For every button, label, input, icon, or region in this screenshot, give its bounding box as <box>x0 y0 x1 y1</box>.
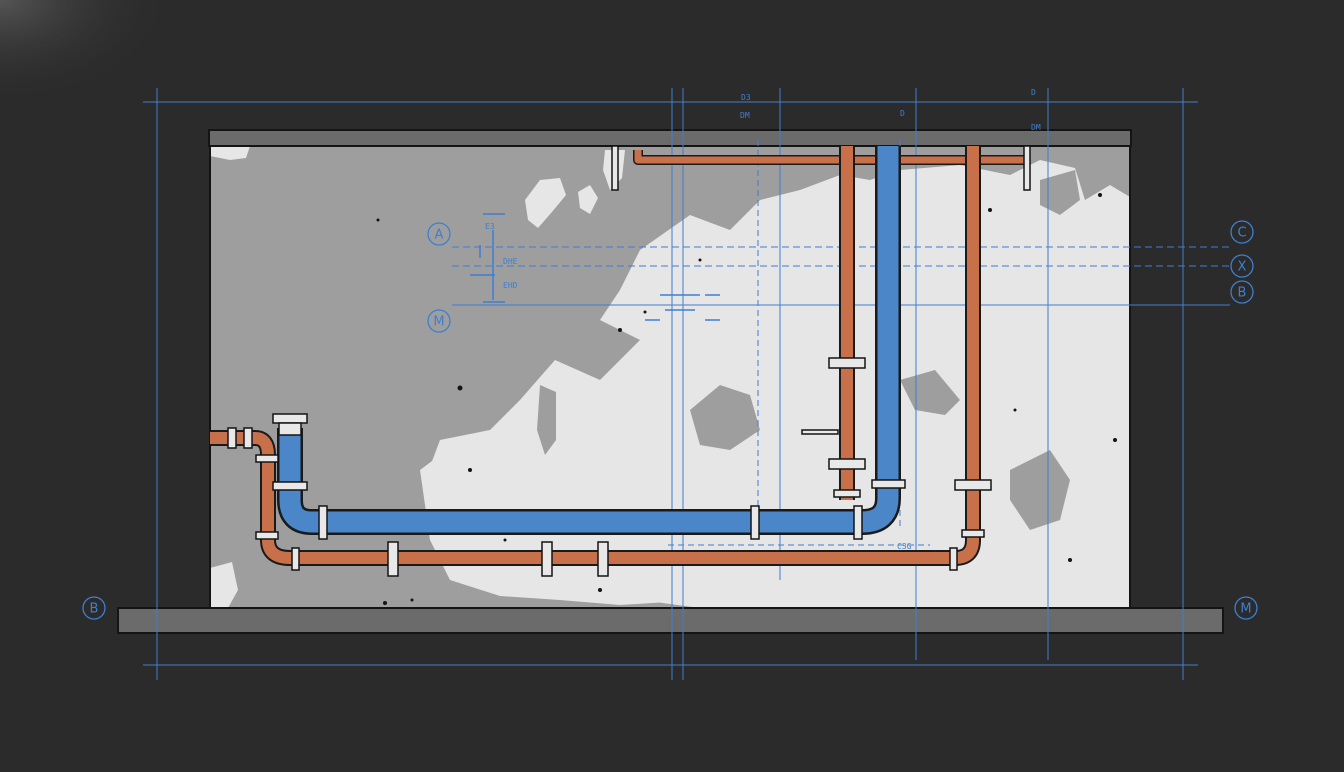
coupling <box>871 479 906 489</box>
pipe-strap <box>828 458 866 470</box>
grid-bubble-label-b-bottom: B <box>90 602 99 617</box>
speckle <box>1098 193 1102 197</box>
pipe-strap <box>954 479 992 491</box>
speckle <box>598 588 602 592</box>
blue-pipe-main <box>279 146 899 533</box>
annotation-top-b: DM <box>740 111 750 120</box>
speckle <box>457 385 463 391</box>
ceiling-hanger <box>1023 145 1031 191</box>
speckle <box>618 328 622 332</box>
coupling <box>243 427 253 449</box>
coupling <box>291 547 300 571</box>
coupling <box>961 529 985 538</box>
pipe-strap <box>387 541 399 577</box>
grid-bubble-label-c: C <box>1237 226 1246 241</box>
speckle <box>1013 408 1017 412</box>
grid-bubble-m-bottom <box>1234 596 1258 620</box>
blue-pipes <box>277 146 901 535</box>
valve-stem <box>801 429 839 435</box>
grid-bubble-b-bottom <box>82 596 106 620</box>
plaster-region-chip-1 <box>525 178 566 228</box>
speckle <box>643 310 647 314</box>
coupling <box>272 481 308 491</box>
annotation-left-c: EHD <box>503 281 518 290</box>
speckle <box>376 218 380 222</box>
grid-bubble-label-m-bottom: M <box>1240 602 1251 617</box>
annotation-top-a: D3 <box>741 93 751 102</box>
wall-speckles <box>376 193 1117 605</box>
coupling <box>949 547 958 571</box>
copper-pipe-right-riser <box>954 146 979 564</box>
pipe-strap <box>597 541 609 577</box>
coupling <box>255 531 279 540</box>
annotation-left-b: DHE <box>503 257 518 266</box>
copper-pipe-bottom-loop <box>210 432 958 564</box>
annotation-left-a: E3 <box>485 222 495 231</box>
cleanout-cap <box>272 413 308 424</box>
plaster-region-bottom-left <box>210 562 238 608</box>
speckle <box>1113 438 1117 442</box>
wall-patch-dark-1 <box>690 385 760 450</box>
wall-patch-dark-5 <box>1040 170 1080 215</box>
grid-bubble-label-x: X <box>1238 260 1247 275</box>
speckle <box>698 258 702 262</box>
annotation-top-right-b: DM <box>1031 123 1041 132</box>
floor-slab <box>117 607 1224 634</box>
coupling <box>255 454 279 463</box>
grid-bubble-label-m-left: M <box>433 315 444 330</box>
grid-bubble-label-a: A <box>435 228 444 243</box>
annotation-top-c: D <box>900 109 905 118</box>
grid-bubbles <box>82 220 1258 620</box>
annotation-pipe-note: C3G <box>897 542 912 551</box>
annotation-top-right-a: D <box>1031 88 1036 97</box>
plaster-region-bottom-right-patch <box>700 588 760 608</box>
grid-bubble-labels: A M C X B B M <box>90 226 1252 617</box>
copper-pipes <box>210 146 1030 566</box>
ceiling-slab <box>208 129 1132 147</box>
wall-patch-dark-4 <box>1010 450 1070 530</box>
ceiling-hanger <box>611 145 619 191</box>
speckle <box>410 598 414 602</box>
speckle <box>988 208 992 212</box>
grid-bubble-c <box>1230 220 1254 244</box>
coupling <box>853 505 863 540</box>
coupling <box>227 427 237 449</box>
speckle <box>503 538 507 542</box>
coupling <box>833 489 861 498</box>
grid-bubble-label-b-right: B <box>1238 286 1247 301</box>
plaster-region-left-small <box>210 146 250 160</box>
coupling <box>318 505 328 540</box>
coupling <box>750 505 760 540</box>
dimension-marks-left <box>470 213 720 321</box>
speckle <box>468 468 472 472</box>
plaster-region-chip-2 <box>578 185 598 214</box>
grid-bubble-m-left <box>427 309 451 333</box>
grid-bubble-x <box>1230 254 1254 278</box>
speckle <box>1068 558 1072 562</box>
wall-patch-dark-3 <box>900 370 960 415</box>
pipe-fittings <box>227 145 1031 577</box>
annotations: D3 DM D D DM E3 DHE EHD C3G <box>485 88 1041 551</box>
pipe-strap <box>541 541 553 577</box>
grid-bubble-a <box>427 222 451 246</box>
pipe-strap <box>828 357 866 369</box>
grid-bubble-b-right <box>1230 280 1254 304</box>
cleanout-collar <box>278 422 302 436</box>
wall-patch-dark-2 <box>537 385 556 455</box>
speckle <box>383 601 387 605</box>
